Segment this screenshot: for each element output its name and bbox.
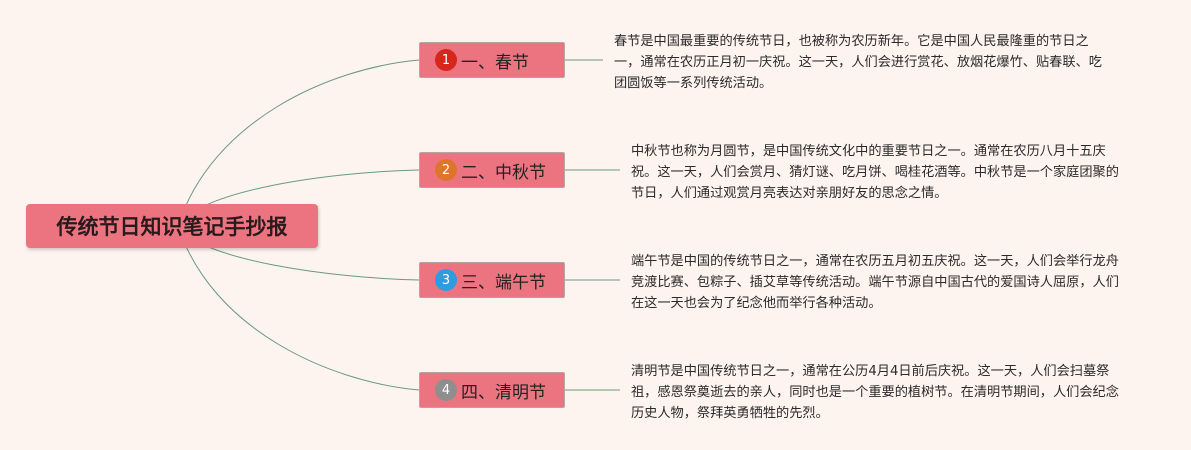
number-1-icon: 1 bbox=[435, 49, 457, 71]
root-node[interactable]: 传统节日知识笔记手抄报 bbox=[26, 204, 318, 248]
topic-label: 二、中秋节 bbox=[461, 162, 546, 183]
topic-label: 四、清明节 bbox=[461, 382, 546, 403]
topic-node-dragon-boat[interactable]: 3 三、端午节 bbox=[419, 262, 565, 298]
topic-description-spring-festival: 春节是中国最重要的传统节日，也被称为农历新年。它是中国人民最隆重的节日之一，通常… bbox=[614, 34, 1102, 91]
topic-node-mid-autumn[interactable]: 2 二、中秋节 bbox=[419, 152, 565, 188]
branch-connector-1 bbox=[177, 59, 420, 227]
number-2-icon: 2 bbox=[435, 159, 457, 181]
number-3-icon: 3 bbox=[435, 269, 457, 291]
topic-label: 一、春节 bbox=[461, 52, 529, 73]
root-node-label: 传统节日知识笔记手抄报 bbox=[56, 215, 288, 239]
topic-node-spring-festival[interactable]: 1 一、春节 bbox=[419, 42, 565, 78]
topic-label: 三、端午节 bbox=[461, 272, 546, 293]
number-4-icon: 4 bbox=[435, 379, 457, 401]
topic-description-mid-autumn: 中秋节也称为月圆节，是中国传统文化中的重要节日之一。通常在农历八月十五庆祝。这一… bbox=[631, 144, 1119, 201]
topic-node-qingming[interactable]: 4 四、清明节 bbox=[419, 372, 565, 408]
topic-description-qingming: 清明节是中国传统节日之一，通常在公历4月4日前后庆祝。这一天，人们会扫墓祭祖，感… bbox=[631, 364, 1119, 421]
topic-description-dragon-boat: 端午节是中国的传统节日之一，通常在农历五月初五庆祝。这一天，人们会举行龙舟竞渡比… bbox=[631, 254, 1119, 311]
branch-connector-4 bbox=[177, 225, 420, 391]
